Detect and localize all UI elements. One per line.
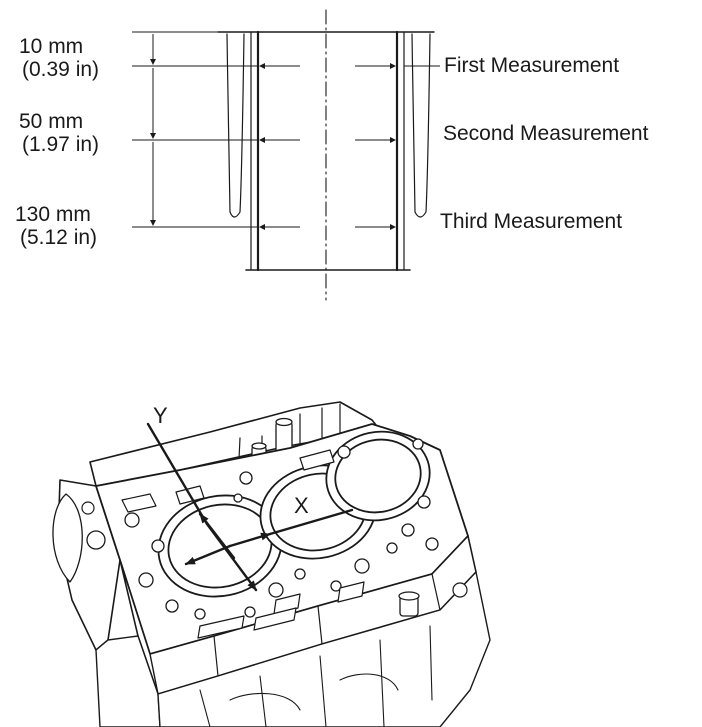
y-axis-arrow-back (198, 512, 236, 560)
x-axis-arrow-left (184, 544, 232, 566)
cylinder-cross-section (217, 9, 435, 301)
first-measurement-label: First Measurement (444, 54, 620, 77)
engine-block-illustration (52, 401, 491, 727)
depth-1-mm: 10 mm (19, 35, 84, 58)
third-measurement-label: Third Measurement (440, 210, 623, 233)
y-axis-line (146, 422, 209, 526)
depth-2-inch: (1.97 in) (22, 133, 100, 156)
second-measurement-label: Second Measurement (443, 122, 649, 145)
depth-3-inch: (5.12 in) (20, 226, 98, 249)
bore-xy-axes (146, 422, 354, 592)
bore-measurement-arrows (259, 63, 440, 230)
depth-3-mm: 130 mm (15, 203, 91, 226)
depth-2-mm: 50 mm (19, 110, 84, 133)
axis-y-label: Y (153, 403, 168, 428)
x-axis-line (268, 508, 354, 536)
depth-dimension-lines (132, 31, 258, 228)
x-axis-arrow-right (228, 532, 272, 548)
depth-1-inch: (0.39 in) (22, 58, 100, 81)
axis-x-label: X (294, 493, 309, 518)
